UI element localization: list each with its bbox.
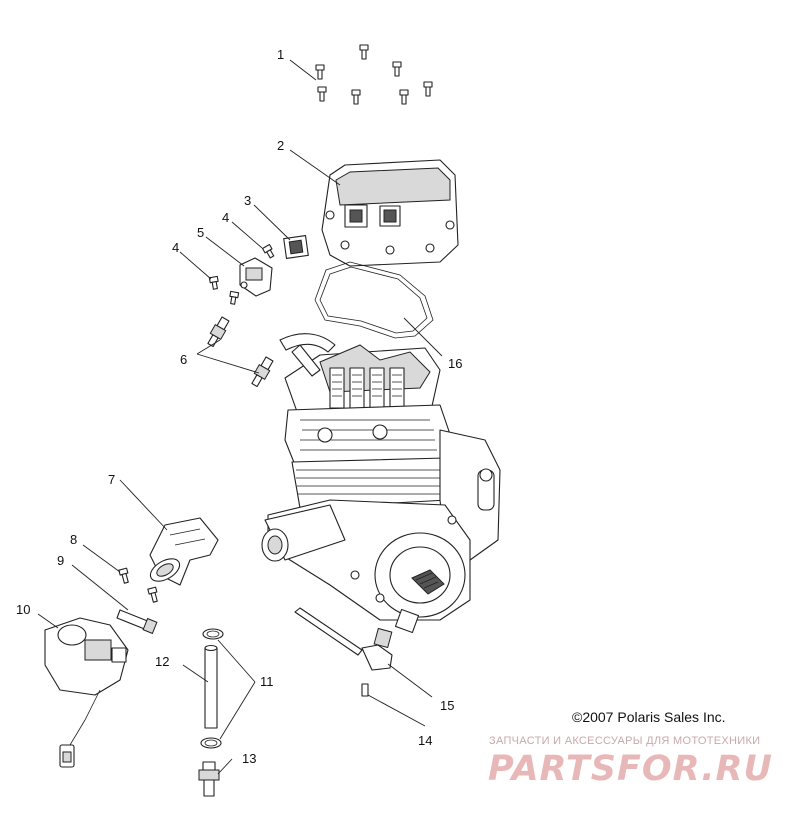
hex-bolt bbox=[147, 586, 158, 603]
callout-5: 5 bbox=[197, 225, 204, 240]
callout-numbers: 1 2 3 4 4 5 6 7 8 9 10 11 12 13 14 15 16 bbox=[16, 47, 462, 766]
callout-3: 3 bbox=[244, 193, 251, 208]
callout-9: 9 bbox=[57, 553, 64, 568]
callout-1: 1 bbox=[277, 47, 284, 62]
callout-14: 14 bbox=[418, 733, 432, 748]
callout-11: 11 bbox=[260, 674, 274, 689]
callout-13: 13 bbox=[242, 751, 256, 766]
bolts-group bbox=[315, 44, 433, 105]
intake-boot bbox=[149, 517, 219, 586]
spark-plugs bbox=[207, 316, 274, 388]
copyright-text: ©2007 Polaris Sales Inc. bbox=[572, 709, 726, 725]
clamp-bolt bbox=[118, 567, 129, 584]
head-gasket bbox=[314, 261, 434, 339]
callout-7: 7 bbox=[108, 472, 115, 487]
watermark-tagline: ЗАПЧАСТИ И АКСЕССУАРЫ ДЛЯ МОТОТЕХНИКИ bbox=[489, 735, 761, 747]
cylinder-head-cover bbox=[321, 159, 459, 267]
watermark-logo: PARTSFOR.RU bbox=[488, 749, 773, 789]
gasket-plate bbox=[283, 235, 309, 259]
hose-with-clamps bbox=[200, 628, 224, 749]
sensor-bracket bbox=[239, 257, 273, 297]
dowel-pin bbox=[361, 683, 369, 697]
callout-4a: 4 bbox=[222, 210, 229, 225]
breather-tube bbox=[116, 609, 158, 635]
engine-assembly bbox=[261, 333, 501, 634]
drain-fitting bbox=[198, 761, 220, 797]
callout-4b: 4 bbox=[172, 240, 179, 255]
callout-10: 10 bbox=[16, 602, 30, 617]
leader-lines bbox=[37, 59, 443, 775]
callout-2: 2 bbox=[277, 138, 284, 153]
temperature-sensor bbox=[294, 607, 393, 671]
callout-6: 6 bbox=[180, 352, 187, 367]
throttle-body bbox=[44, 617, 129, 768]
callout-8: 8 bbox=[70, 532, 77, 547]
callout-15: 15 bbox=[440, 698, 454, 713]
callout-16: 16 bbox=[448, 356, 462, 371]
screws-group bbox=[208, 243, 275, 305]
callout-12: 12 bbox=[155, 654, 169, 669]
